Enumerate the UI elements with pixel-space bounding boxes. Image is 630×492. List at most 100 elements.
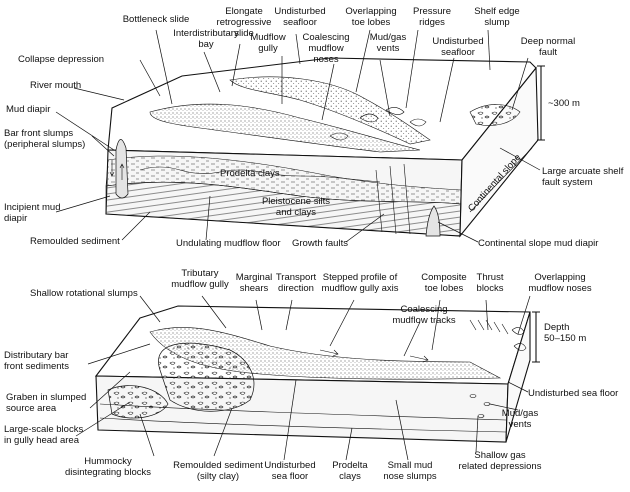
label-bar-front-slumps-1: Bar front slumps xyxy=(4,128,73,139)
label-bar-front-slumps-2: (peripheral slumps) xyxy=(4,139,85,150)
label-shelf-edge-slump-2: slump xyxy=(484,17,509,28)
label-large-scale-blocks-1: Large-scale blocks xyxy=(4,424,83,435)
label-undisturbed-seafloor-right-1: Undisturbed xyxy=(432,36,483,47)
label-tributary-1: Tributary xyxy=(181,268,218,279)
label-depth-2: 50–150 m xyxy=(544,333,586,344)
label-coalescing-noses-1: Coalescing xyxy=(303,32,350,43)
upper-mudflow-tongue-1 xyxy=(149,103,421,153)
label-pressure-ridges-1: Pressure xyxy=(413,6,451,17)
label-shelf-edge-slump-1: Shelf edge xyxy=(474,6,519,17)
label-interdistributary-1: Interdistributary xyxy=(173,28,239,39)
label-overlapping-noses-1: Overlapping xyxy=(534,272,585,283)
diapir-arrow-down xyxy=(109,160,115,177)
label-stepped-profile-1: Stepped profile of xyxy=(323,272,398,283)
label-mud-gas-vents-low-1: Mud/gas xyxy=(502,408,539,419)
label-small-mud-nose-1: Small mud xyxy=(388,460,433,471)
label-stepped-profile-2: mudflow gully axis xyxy=(321,283,398,294)
label-undisturbed-seafloor-top-1: Undisturbed xyxy=(274,6,325,17)
label-transport-direction-1: Transport xyxy=(276,272,317,283)
label-coalescing-noses-2: mudflow xyxy=(308,43,344,54)
label-graben-1: Graben in slumped xyxy=(6,392,86,403)
lower-front-layer-2 xyxy=(99,417,507,433)
label-large-scale-blocks-2: in gully head area xyxy=(4,435,80,446)
label-mud-gas-vents-1: Mud/gas xyxy=(370,32,407,43)
label-remoulded-sediment: Remoulded sediment xyxy=(30,236,120,247)
label-prodelta-low-2: clays xyxy=(339,471,361,482)
lower-gully-head xyxy=(158,342,255,412)
label-elongate-1: Elongate xyxy=(225,6,263,17)
lower-depth-bracket xyxy=(532,311,540,363)
upper-block: Bottleneck slide Elongate retrogressive … xyxy=(4,6,624,249)
label-mudflow-gully-2: gully xyxy=(258,43,278,54)
label-transport-direction-2: direction xyxy=(278,283,314,294)
label-thrust-blocks-1: Thrust xyxy=(477,272,504,283)
label-composite-toe-lobes-1: Composite xyxy=(421,272,466,283)
label-pleistocene-1: Pleistocene silts xyxy=(262,196,330,207)
upper-prodelta-layer xyxy=(105,155,462,205)
label-elongate-2: retrogressive xyxy=(217,17,272,28)
label-distributary-bar-1: Distributary bar xyxy=(4,350,68,361)
label-elongate-3: slide xyxy=(234,28,254,39)
label-mud-diapir: Mud diapir xyxy=(6,104,50,115)
label-pressure-ridges-2: ridges xyxy=(419,17,445,28)
label-marginal-shears-2: shears xyxy=(240,283,269,294)
label-overlapping-noses-2: mudflow noses xyxy=(528,283,592,294)
label-coalescing-tracks-2: mudflow tracks xyxy=(392,315,456,326)
upper-shelf-slump xyxy=(469,104,521,126)
label-marginal-shears-1: Marginal xyxy=(236,272,272,283)
lower-front-layer-1 xyxy=(99,403,507,421)
lower-overlapping-noses xyxy=(511,327,527,351)
label-graben-2: source area xyxy=(6,403,57,414)
label-collapse-depression: Collapse depression xyxy=(18,54,104,65)
lower-hummocky-blocks xyxy=(107,385,169,419)
label-thrust-blocks-2: blocks xyxy=(477,283,504,294)
label-composite-toe-lobes-2: toe lobes xyxy=(425,283,464,294)
undulating-floor-line xyxy=(139,166,381,183)
lower-thrust-blocks xyxy=(469,319,509,335)
lower-side-face xyxy=(505,311,531,443)
label-prodelta-low-1: Prodelta xyxy=(332,460,368,471)
label-mudflow-gully-1: Mudflow xyxy=(250,32,286,43)
upper-depth-bracket xyxy=(537,65,545,141)
label-coalescing-tracks-1: Coalescing xyxy=(401,304,448,315)
label-prodelta-clays: Prodelta clays xyxy=(220,168,280,179)
label-shallow-gas-2: related depressions xyxy=(459,461,542,472)
label-large-arcuate-2: fault system xyxy=(542,177,593,188)
continental-diapir-column xyxy=(425,205,441,237)
label-depth-300: ~300 m xyxy=(548,98,580,109)
diapir-arrow-up xyxy=(119,163,125,180)
label-hummocky-1: Hummocky xyxy=(84,456,132,467)
label-mud-gas-vents-low-2: vents xyxy=(509,419,532,430)
label-depth-1: Depth xyxy=(544,322,569,333)
lower-leaders xyxy=(75,295,531,461)
label-coalescing-noses-3: noses xyxy=(313,54,339,65)
label-overlapping-toe-lobes-2: toe lobes xyxy=(352,17,391,28)
label-interdistributary-2: bay xyxy=(198,39,214,50)
label-river-mouth: River mouth xyxy=(30,80,81,91)
label-distributary-bar-2: front sediments xyxy=(4,361,69,372)
label-remoulded-sediment-2: (silty clay) xyxy=(197,471,239,482)
label-mud-gas-vents-2: vents xyxy=(377,43,400,54)
transport-arrow-1 xyxy=(319,349,339,357)
label-overlapping-toe-lobes-1: Overlapping xyxy=(345,6,396,17)
label-undisturbed-seafloor-right-2: seafloor xyxy=(441,47,475,58)
upper-leaders xyxy=(55,29,541,243)
label-pleistocene-2: and clays xyxy=(276,207,316,218)
label-undulating-floor: Undulating mudflow floor xyxy=(176,238,281,249)
label-continental-diapir: Continental slope mud diapir xyxy=(478,238,598,249)
toe-lobe-outlines xyxy=(329,107,427,141)
label-small-mud-nose-2: nose slumps xyxy=(383,471,437,482)
label-bottleneck-slide: Bottleneck slide xyxy=(123,14,190,25)
label-undisturbed-seafloor-top-2: seafloor xyxy=(283,17,317,28)
transport-arrow-2 xyxy=(409,355,429,363)
label-large-arcuate-1: Large arcuate shelf xyxy=(542,166,624,177)
growth-fault-2 xyxy=(389,165,397,235)
upper-mudflow-tongue-2 xyxy=(229,76,431,145)
label-hummocky-2: disintegrating blocks xyxy=(65,467,151,478)
label-remoulded-sediment-1: Remoulded sediment xyxy=(173,460,263,471)
continental-slope-trace xyxy=(469,147,533,213)
lower-block: Tributary mudflow gully Marginal shears … xyxy=(4,268,618,482)
label-undisturbed-sea-floor-right: Undisturbed sea floor xyxy=(528,388,618,399)
label-tributary-2: mudflow gully xyxy=(171,279,229,290)
